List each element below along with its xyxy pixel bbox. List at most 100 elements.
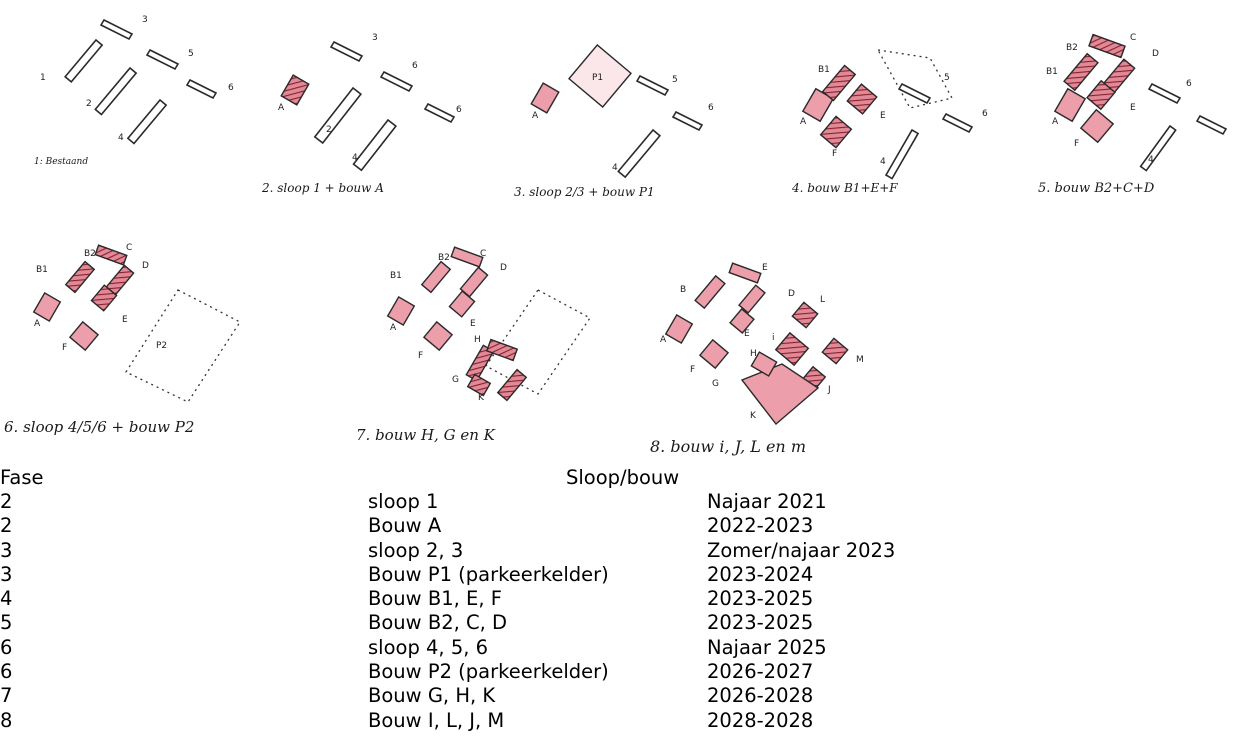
- svg-text:1: 1: [40, 73, 46, 83]
- cell-period: 2023-2025: [707, 611, 814, 635]
- svg-text:B2: B2: [84, 249, 96, 259]
- svg-text:6: 6: [412, 61, 418, 71]
- sketch-caption-4: 4. bouw B1+E+F: [791, 181, 898, 195]
- sketch-caption-6: 6. sloop 4/5/6 + bouw P2: [4, 418, 194, 436]
- svg-text:D: D: [500, 263, 507, 273]
- header-sloop-bouw: Sloop/bouw: [566, 466, 680, 489]
- svg-text:2: 2: [86, 99, 92, 109]
- cell-period: 2026-2027: [707, 660, 814, 684]
- cell-fase: 3: [0, 562, 13, 586]
- sketch-caption-2: 2. sloop 1 + bouw A: [261, 181, 384, 195]
- cell-fase: 7: [0, 684, 13, 708]
- svg-text:B1: B1: [36, 265, 48, 275]
- svg-text:6: 6: [982, 109, 988, 119]
- cell-work: Bouw B1, E, F: [368, 587, 502, 611]
- svg-text:A: A: [1052, 117, 1059, 127]
- svg-text:L: L: [820, 295, 825, 305]
- svg-text:A: A: [278, 103, 285, 113]
- svg-text:D: D: [1152, 49, 1159, 59]
- svg-text:A: A: [390, 323, 397, 333]
- svg-text:E: E: [470, 319, 476, 329]
- sketch-phase-6: P2 B1 B2 C D E A F 6. sloop 4/5/6 + bouw…: [4, 243, 241, 436]
- svg-text:3: 3: [372, 33, 378, 43]
- svg-text:B2: B2: [1066, 43, 1078, 53]
- svg-text:H: H: [750, 349, 757, 359]
- svg-text:E: E: [122, 315, 128, 325]
- svg-text:E: E: [762, 263, 768, 273]
- svg-text:4: 4: [352, 153, 358, 163]
- svg-text:6: 6: [708, 103, 714, 113]
- svg-text:F: F: [832, 149, 837, 159]
- sketch-phase-5: B2 B1 C D E A F 6 4 5. bouw B2+C+D: [1038, 33, 1228, 196]
- sketch-phase-3: P1 A 5 6 4 3. sloop 2/3 + bouw P1: [514, 44, 714, 199]
- cell-period: 2023-2024: [707, 562, 814, 586]
- svg-text:D: D: [142, 261, 149, 271]
- sketch-caption-7: 7. bouw H, G en K: [356, 426, 496, 444]
- svg-text:A: A: [532, 111, 539, 121]
- svg-text:P2: P2: [156, 341, 167, 351]
- svg-text:B1: B1: [818, 65, 830, 75]
- sketch-phase-4: B1 A E F 5 6 4 4. bouw B1+E+F: [791, 49, 988, 195]
- sketch-caption-3: 3. sloop 2/3 + bouw P1: [514, 185, 655, 199]
- cell-fase: 4: [0, 587, 13, 611]
- svg-text:4: 4: [1148, 155, 1154, 165]
- cell-period: Zomer/najaar 2023: [707, 538, 896, 562]
- cell-fase: 5: [0, 611, 13, 635]
- svg-text:F: F: [690, 365, 695, 375]
- svg-text:B2: B2: [438, 253, 450, 263]
- sketch-phase-2: A 2 3 4 6 6 2. sloop 1 + bouw A: [261, 33, 462, 195]
- svg-text:6: 6: [1186, 79, 1192, 89]
- svg-text:i: i: [772, 333, 775, 343]
- svg-text:E: E: [744, 329, 750, 339]
- svg-text:K: K: [750, 411, 757, 421]
- svg-text:B: B: [680, 285, 686, 295]
- svg-text:B1: B1: [1046, 67, 1058, 77]
- sketch-caption-5: 5. bouw B2+C+D: [1038, 181, 1155, 196]
- svg-text:K: K: [478, 393, 485, 403]
- cell-work: sloop 1: [368, 490, 439, 513]
- cell-work: Bouw A: [368, 514, 442, 538]
- svg-text:F: F: [62, 343, 67, 353]
- svg-text:2: 2: [326, 125, 332, 135]
- svg-text:5: 5: [944, 73, 950, 83]
- cell-fase: 6: [0, 635, 13, 659]
- cell-fase: 2: [0, 490, 13, 513]
- svg-text:6: 6: [228, 83, 234, 93]
- cell-period: Najaar 2021: [707, 490, 827, 513]
- sketch-phase-7: B1 B2 C D E A F H G K 7. bouw H, G en K: [356, 246, 591, 444]
- svg-text:5: 5: [672, 75, 678, 85]
- cell-period: 2022-2023: [707, 514, 814, 538]
- svg-text:J: J: [827, 385, 831, 395]
- cell-work: Bouw I, L, J, M: [368, 708, 505, 732]
- cell-period: Najaar 2025: [707, 635, 827, 659]
- header-fase: Fase: [0, 466, 44, 489]
- cell-fase: 2: [0, 514, 13, 538]
- svg-text:4: 4: [880, 157, 886, 167]
- svg-text:D: D: [788, 289, 795, 299]
- cell-work: Bouw P2 (parkeerkelder): [368, 660, 609, 684]
- svg-text:4: 4: [612, 163, 618, 173]
- table-row: 2 Bouw A 2022-2023: [0, 514, 1239, 538]
- svg-text:A: A: [660, 335, 667, 345]
- svg-text:E: E: [1130, 103, 1136, 113]
- cell-period: 2028-2028: [707, 708, 814, 732]
- cell-period: 2023-2025: [707, 587, 814, 611]
- svg-text:G: G: [712, 379, 719, 389]
- table-row: 2 sloop 1 Najaar 2021: [0, 490, 1239, 514]
- table-row: 4 Bouw B1, E, F 2023-2025: [0, 587, 1239, 611]
- sketch-caption-8: 8. bouw i, J, L en m: [650, 437, 806, 456]
- cell-period: 2026-2028: [707, 684, 814, 708]
- svg-text:A: A: [34, 319, 41, 329]
- svg-text:C: C: [480, 249, 486, 259]
- svg-text:C: C: [1130, 33, 1136, 43]
- svg-text:A: A: [800, 117, 807, 127]
- sketch-phase-8: B E D L E A F H i M J G K 8. bouw i, J, …: [650, 262, 864, 456]
